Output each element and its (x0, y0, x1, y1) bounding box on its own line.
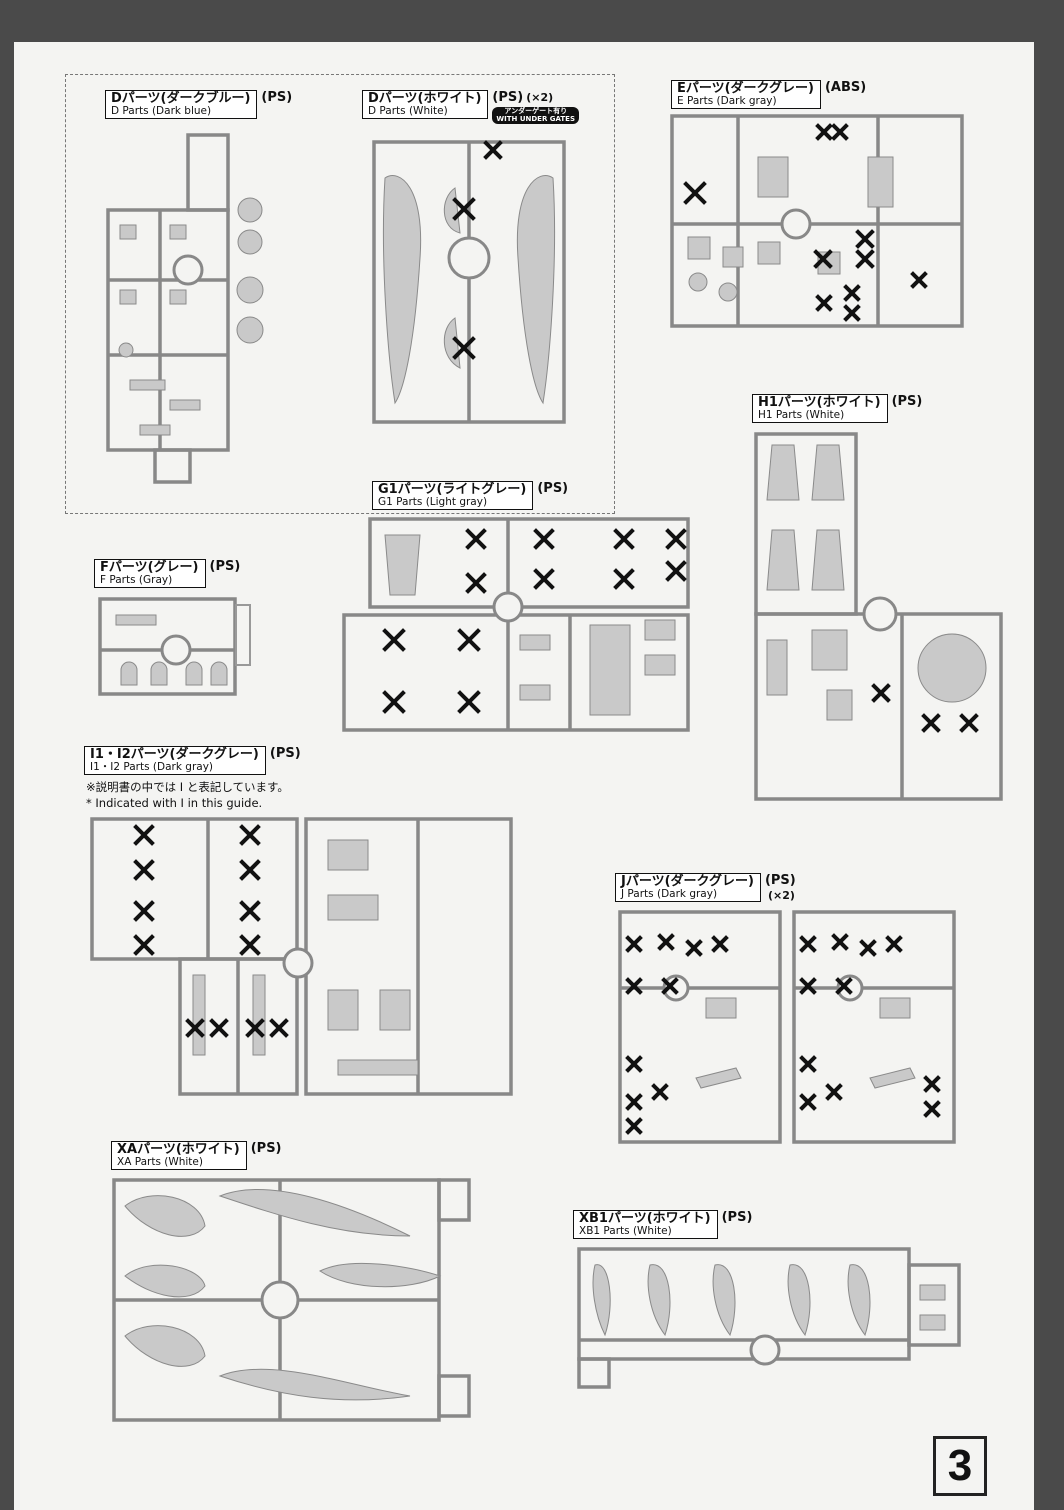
d-white-label-en: D Parts (White) (368, 104, 448, 117)
d-white-material-text: (PS) (492, 90, 524, 105)
xa-label-jp: XAパーツ(ホワイト) (117, 1142, 240, 1157)
d-white-label: Dパーツ(ホワイト)D Parts (White) (PS)(×2) アンダーゲート… (362, 90, 579, 125)
g1-label: G1パーツ(ライトグレー)G1 Parts (Light gray) (PS) (372, 481, 568, 510)
d-white-quantity: (×2) (526, 91, 554, 104)
xa-material: (PS) (250, 1141, 282, 1156)
xa-label-en: XA Parts (White) (117, 1155, 203, 1168)
g1-label-en: G1 Parts (Light gray) (378, 495, 488, 508)
j-material-text: (PS) (764, 873, 796, 888)
g1-runner-diagram (342, 517, 690, 732)
d-white-runner-diagram (372, 140, 566, 424)
xb1-label-jp: XB1パーツ(ホワイト) (579, 1211, 711, 1226)
e-runner-diagram (670, 114, 964, 328)
xb1-runner-diagram (577, 1247, 961, 1389)
f-runner-diagram (98, 597, 251, 696)
g1-label-jp: G1パーツ(ライトグレー) (378, 482, 527, 497)
xb1-material: (PS) (721, 1210, 753, 1225)
e-material: (ABS) (824, 80, 867, 95)
under-gate-badge-jp: アンダーゲート有り (504, 107, 568, 115)
d-dark-label: Dパーツ(ダークブルー)D Parts (Dark blue) (PS) (105, 90, 292, 119)
j-label-jp: Jパーツ(ダークグレー) (621, 874, 754, 889)
j-label: Jパーツ(ダークグレー)J Parts (Dark gray) (PS)(×2) (615, 873, 796, 903)
i-label-jp: I1・I2パーツ(ダークグレー) (90, 747, 259, 762)
h1-label-en: H1 Parts (White) (758, 408, 845, 421)
i-indication-note: ※説明書の中では Ⅰ と表記しています。 * Indicated with Ⅰ … (86, 780, 289, 811)
d-dark-runner-diagram (106, 133, 264, 484)
e-label-en: E Parts (Dark gray) (677, 94, 777, 107)
under-gate-badge-en: WITH UNDER GATES (496, 114, 575, 123)
i-label: I1・I2パーツ(ダークグレー)I1・I2 Parts (Dark gray) (… (84, 746, 301, 775)
f-material: (PS) (209, 559, 241, 574)
i-note-jp: ※説明書の中では Ⅰ と表記しています。 (86, 780, 289, 794)
i-label-en: I1・I2 Parts (Dark gray) (90, 760, 214, 773)
f-label-en: F Parts (Gray) (100, 573, 173, 586)
d-dark-label-en: D Parts (Dark blue) (111, 104, 212, 117)
h1-label: H1パーツ(ホワイト)H1 Parts (White) (PS) (752, 394, 922, 423)
h1-material: (PS) (891, 394, 923, 409)
j-runner-diagram (618, 910, 956, 1144)
f-label: Fパーツ(グレー)F Parts (Gray) (PS) (94, 559, 240, 588)
xb1-label: XB1パーツ(ホワイト)XB1 Parts (White) (PS) (573, 1210, 752, 1239)
i-material: (PS) (269, 746, 301, 761)
g1-material: (PS) (537, 481, 569, 496)
page-number: 3 (933, 1436, 987, 1496)
i-note-en: * Indicated with Ⅰ in this guide. (86, 795, 263, 810)
d-white-label-jp: Dパーツ(ホワイト) (368, 91, 482, 106)
xb1-label-en: XB1 Parts (White) (579, 1224, 672, 1237)
e-label-jp: Eパーツ(ダークグレー) (677, 81, 814, 96)
j-label-en: J Parts (Dark gray) (621, 887, 718, 900)
e-label: Eパーツ(ダークグレー)E Parts (Dark gray) (ABS) (671, 80, 866, 109)
f-label-jp: Fパーツ(グレー) (100, 560, 199, 575)
d-dark-material: (PS) (261, 90, 293, 105)
d-dark-label-jp: Dパーツ(ダークブルー) (111, 91, 251, 106)
d-parts-dashed-group (65, 74, 615, 514)
i-runner-diagram (90, 817, 513, 1096)
j-quantity: (×2) (767, 889, 795, 902)
h1-runner-diagram (754, 432, 1003, 801)
xa-label: XAパーツ(ホワイト)XA Parts (White) (PS) (111, 1141, 282, 1170)
h1-label-jp: H1パーツ(ホワイト) (758, 395, 881, 410)
xa-runner-diagram (112, 1178, 471, 1422)
j-material: (PS)(×2) (765, 873, 796, 903)
